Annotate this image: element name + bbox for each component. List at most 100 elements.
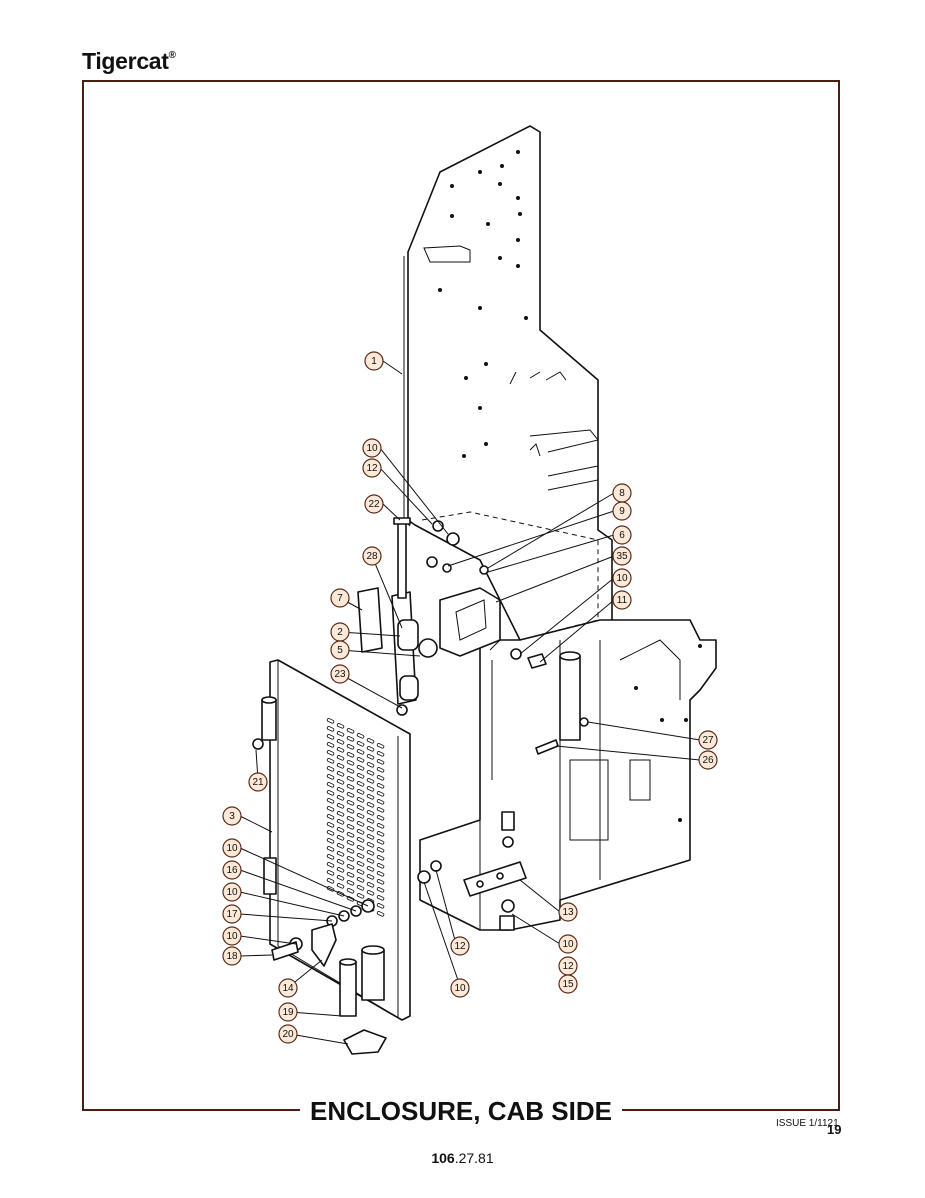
vent-slot — [346, 856, 355, 862]
vent-slot — [326, 798, 335, 804]
callout-label: 10 — [454, 983, 466, 994]
callout-c12c: 12 — [558, 956, 578, 976]
vent-slot — [376, 783, 385, 789]
vent-slot — [326, 846, 335, 852]
callout-c19: 19 — [278, 1002, 298, 1022]
door-panel — [269, 659, 411, 1021]
callout-c9: 9 — [612, 501, 632, 521]
callout-circle — [278, 1024, 298, 1044]
vent-slot — [336, 827, 345, 833]
vent-slot — [376, 807, 385, 813]
vent-slot — [346, 800, 355, 806]
callout-label: 12 — [562, 961, 574, 972]
vent-slot — [376, 847, 385, 853]
vertical-pipe — [559, 651, 581, 741]
vent-slot — [376, 863, 385, 869]
vent-slot — [336, 763, 345, 769]
callout-c15: 15 — [558, 974, 578, 994]
hinge-assembly — [357, 517, 501, 716]
vent-slot — [366, 754, 375, 760]
callout-label: 23 — [334, 669, 346, 680]
callout-circle — [362, 458, 382, 478]
callout-label: 21 — [252, 777, 264, 788]
vent-slot — [376, 879, 385, 885]
vent-slot — [346, 728, 355, 734]
callout-circle — [612, 546, 632, 566]
callout-c26: 26 — [698, 750, 718, 770]
callout-c7: 7 — [330, 588, 350, 608]
vent-slot — [346, 784, 355, 790]
vent-slot — [346, 808, 355, 814]
vent-slot — [326, 782, 335, 788]
callout-c10f: 10 — [450, 978, 470, 998]
callout-label: 10 — [616, 573, 628, 584]
vent-slot — [326, 742, 335, 748]
vent-slot — [326, 822, 335, 828]
callout-c3: 3 — [222, 806, 242, 826]
callout-c6: 6 — [612, 525, 632, 545]
vent-slot — [346, 872, 355, 878]
vent-slot — [336, 795, 345, 801]
callout-c10e: 10 — [222, 926, 242, 946]
callout-label: 9 — [619, 506, 625, 517]
vent-slot — [366, 874, 375, 880]
vent-slot — [326, 734, 335, 740]
vent-slot — [376, 791, 385, 797]
callout-circle — [330, 640, 350, 660]
callout-circle — [278, 978, 298, 998]
vent-slot — [376, 895, 385, 901]
document-number: 106.27.81 — [0, 1150, 925, 1166]
vent-slot — [376, 743, 385, 749]
frame-bottom-left — [82, 1109, 302, 1111]
vent-slot — [326, 862, 335, 868]
callout-label: 7 — [337, 593, 343, 604]
callout-label: 26 — [702, 755, 714, 766]
callout-c10g: 10 — [558, 934, 578, 954]
vent-slot — [346, 776, 355, 782]
vent-slot — [376, 767, 385, 773]
vent-slot — [366, 818, 375, 824]
vent-slot — [336, 787, 345, 793]
vent-slot — [356, 829, 365, 835]
vent-slot — [366, 826, 375, 832]
vent-slot — [346, 840, 355, 846]
callout-circle — [222, 860, 242, 880]
callout-label: 2 — [337, 627, 343, 638]
vent-slot — [346, 848, 355, 854]
callout-label: 13 — [562, 907, 574, 918]
callout-label: 8 — [619, 488, 625, 499]
vent-slot — [376, 775, 385, 781]
callout-circle — [222, 882, 242, 902]
callout-c11: 11 — [612, 590, 632, 610]
vent-slot — [356, 893, 365, 899]
callout-label: 20 — [282, 1029, 294, 1040]
brand-name: Tigercat — [82, 48, 169, 74]
callout-label: 35 — [616, 551, 628, 562]
vent-slot — [336, 819, 345, 825]
callout-circle — [558, 974, 578, 994]
callout-c23: 23 — [330, 664, 350, 684]
callout-circle — [222, 926, 242, 946]
vent-slot — [326, 806, 335, 812]
callout-label: 6 — [619, 530, 625, 541]
callout-c13: 13 — [558, 902, 578, 922]
vent-slot — [346, 752, 355, 758]
vent-slot — [366, 778, 375, 784]
callout-circle — [698, 750, 718, 770]
callout-label: 14 — [282, 983, 294, 994]
side-plate — [403, 125, 613, 641]
callout-circle — [248, 772, 268, 792]
vent-slot — [376, 871, 385, 877]
callout-label: 12 — [454, 941, 466, 952]
vent-slot — [346, 736, 355, 742]
callout-circle — [362, 438, 382, 458]
vent-slot — [336, 843, 345, 849]
vent-slot — [366, 834, 375, 840]
callout-c10c: 10 — [222, 838, 242, 858]
callout-circle — [450, 978, 470, 998]
vent-slot — [346, 824, 355, 830]
vent-slot — [356, 805, 365, 811]
vent-slot — [356, 845, 365, 851]
callout-label: 12 — [366, 463, 378, 474]
callout-c10d: 10 — [222, 882, 242, 902]
